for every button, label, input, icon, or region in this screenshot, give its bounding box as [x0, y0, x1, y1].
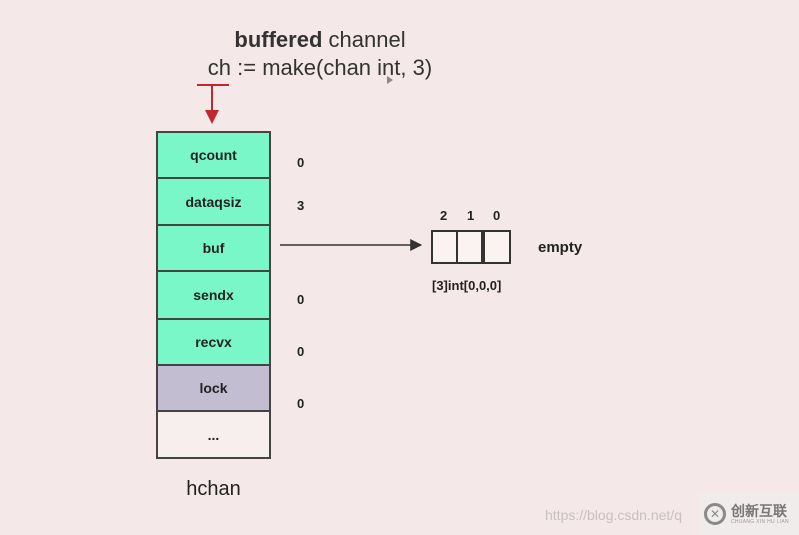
- value-lock: 0: [297, 396, 305, 411]
- title-bold: buffered: [234, 27, 323, 52]
- field-recvx: recvx: [156, 320, 271, 366]
- logo-icon: ✕: [704, 503, 726, 525]
- field-dataqsiz: dataqsiz: [156, 179, 271, 226]
- value-recvx: 0: [297, 344, 305, 359]
- title-rest: channel: [322, 27, 406, 52]
- diagram-title: buffered channel: [0, 27, 640, 53]
- field-sendx: sendx: [156, 272, 271, 320]
- buffer-index: 1: [467, 208, 475, 223]
- watermark-logo: ✕ 创新互联 CHUANG XIN HU LIAN: [698, 493, 799, 535]
- logo-text: 创新互联: [731, 502, 787, 519]
- buffer-type-label: [3]int[0,0,0]: [432, 278, 502, 293]
- field-qcount: qcount: [156, 131, 271, 179]
- field-more: ...: [156, 412, 271, 459]
- watermark-url: https://blog.csdn.net/q: [545, 507, 682, 523]
- buffer-slot: [431, 230, 458, 264]
- buffer-state: empty: [538, 239, 583, 256]
- field-lock: lock: [156, 366, 271, 412]
- code-line: ch := make(chan int, 3): [207, 55, 433, 80]
- logo-subtext: CHUANG XIN HU LIAN: [731, 518, 789, 525]
- cursor-mark: [387, 76, 393, 84]
- buffer-index: 2: [440, 208, 448, 223]
- buffer-slot: [456, 230, 483, 264]
- buffer-slot: [483, 230, 511, 264]
- hchan-label: hchan: [186, 478, 241, 500]
- value-qcount: 0: [297, 155, 305, 170]
- value-sendx: 0: [297, 292, 305, 307]
- value-dataqsiz: 3: [297, 198, 305, 213]
- buffer-index: 0: [493, 208, 501, 223]
- field-buf: buf: [156, 226, 271, 272]
